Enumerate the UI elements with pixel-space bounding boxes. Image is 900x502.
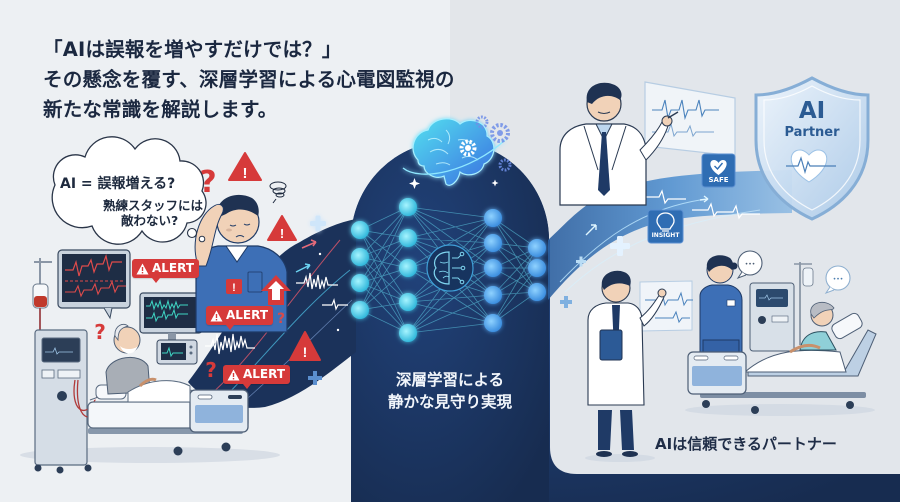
speech-bubble: ••• — [736, 250, 763, 280]
input-layer-nodes — [351, 221, 369, 319]
gear-icon — [459, 139, 477, 157]
ecg-noise-line — [205, 333, 255, 355]
svg-text:!: ! — [232, 282, 236, 294]
warning-triangle-icon — [210, 310, 223, 321]
ai-core-caption: 深層学習による 静かな見守り実現 — [350, 369, 550, 413]
warning-triangle-icon: ! — [267, 215, 297, 241]
ai-chip-icon — [426, 244, 474, 292]
warning-triangle-icon: ! — [228, 152, 262, 182]
gear-icon — [475, 115, 512, 172]
shield-subtitle: Partner — [784, 125, 840, 140]
insight-badge-label: INSIGHT — [651, 232, 680, 239]
thought-bubble-line-1: AI = 誤報増える? — [60, 176, 176, 192]
ai-partner-shield — [754, 76, 870, 221]
heart-ecg-icon — [786, 149, 836, 183]
output-layer-nodes — [528, 239, 546, 301]
svg-text:!: ! — [280, 226, 284, 241]
ai-core-caption-line-2: 静かな見守り実現 — [387, 393, 512, 411]
thought-bubble-line-3: 敵わない? — [121, 213, 179, 228]
safe-badge-label: SAFE — [708, 176, 729, 184]
question-mark-icon: ? — [94, 320, 106, 344]
ecg-monitor-medium — [139, 292, 203, 340]
ecg-clean-line — [692, 202, 760, 220]
lightbulb-icon — [656, 212, 675, 230]
medical-plus-icon — [560, 296, 572, 308]
shield-title: AI — [798, 98, 826, 124]
brain-icon — [402, 118, 506, 186]
floor-shadow — [585, 454, 655, 462]
doctor-presenting — [559, 82, 679, 206]
glass-ecg-display — [639, 280, 693, 332]
up-arrow-icon — [261, 275, 291, 305]
medical-plus-icon — [308, 371, 322, 385]
neural-network — [351, 198, 546, 342]
alert-badge: ALERT — [132, 259, 200, 283]
dialysis-machine — [749, 282, 795, 352]
ecg-noise-line — [322, 297, 348, 311]
hidden-layer-2-nodes — [484, 209, 502, 332]
dizzy-swirl-icon — [269, 181, 287, 204]
thought-bubble — [51, 136, 207, 245]
headline-line-3: 新たな常識を解説します。 — [43, 98, 278, 121]
alert-badge: ALERT — [206, 306, 274, 330]
question-mark-icon: ? — [199, 165, 216, 200]
iv-drip-stand — [794, 262, 814, 345]
alert-label: ALERT — [243, 367, 286, 381]
speech-bubble: ••• — [824, 265, 851, 295]
warning-triangle-icon — [227, 369, 240, 380]
trend-arrow-icon — [295, 263, 311, 273]
thought-bubble-line-2: 熟練スタッフには — [103, 198, 204, 213]
page-headline: 「AIは誤報を増やすだけでは？」 その懸念を覆す、深層学習による心電図監視の 新… — [43, 35, 455, 125]
medical-plus-icon — [310, 215, 326, 232]
question-mark-icon: ? — [277, 311, 285, 327]
svg-text:!: ! — [303, 344, 308, 360]
ai-core-caption-line-1: 深層学習による — [395, 371, 505, 389]
doctor-with-clipboard — [587, 270, 667, 457]
sparkle-icon — [409, 178, 499, 189]
elderly-patient — [95, 323, 191, 403]
trend-arrow-icon — [301, 239, 317, 249]
trend-arrow-icon — [585, 224, 597, 236]
svg-text:!: ! — [243, 165, 248, 182]
hidden-layer-1-nodes — [399, 198, 417, 342]
alert-label: ALERT — [152, 261, 195, 275]
svg-text:•••: ••• — [833, 276, 844, 283]
smiling-patient — [789, 301, 863, 354]
svg-text:•••: ••• — [745, 261, 756, 268]
headline-line-2: その懸念を覆す、深層学習による心電図監視の — [43, 68, 455, 91]
medical-plus-icon — [610, 236, 630, 256]
hospital-bed — [687, 329, 877, 414]
ecg-monitor-large — [57, 249, 131, 320]
warning-badge-icon: ! — [226, 279, 242, 294]
insight-badge — [647, 209, 684, 244]
warning-triangle-icon: ! — [289, 331, 321, 361]
medical-plus-icon — [576, 256, 586, 267]
alert-label: ALERT — [226, 308, 269, 322]
floor-shadow — [685, 404, 875, 416]
safe-badge — [701, 153, 736, 188]
question-mark-icon: ? — [205, 358, 217, 382]
ecg-monitor-small — [156, 339, 198, 365]
solution-caption: AIは信頼できるパートナー — [655, 435, 837, 453]
warning-triangle-icon — [136, 263, 149, 274]
headline-line-1: 「AIは誤報を増やすだけでは？」 — [43, 38, 342, 61]
trend-arrow-icon — [699, 195, 709, 203]
ecg-noise-line — [296, 272, 338, 290]
alert-badge: ALERT — [223, 365, 291, 389]
